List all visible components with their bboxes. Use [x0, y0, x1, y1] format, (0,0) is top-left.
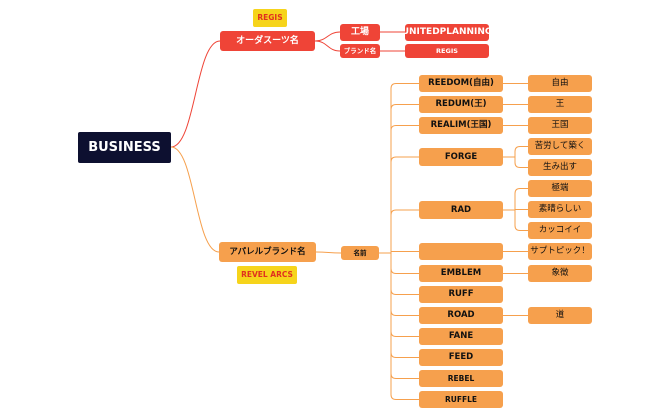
brand-name-node[interactable]: ブランド名 — [340, 44, 380, 58]
name-node[interactable]: FORGE — [419, 148, 503, 166]
link-hub-to-name — [379, 252, 419, 274]
link-hub-to-name — [379, 125, 419, 254]
factory-value-node[interactable]: UNITEDPLANNING — [405, 24, 489, 41]
factory-node[interactable]: 工場 — [340, 24, 380, 41]
name-node[interactable]: EMBLEM — [419, 265, 503, 282]
name-node[interactable]: RUFF — [419, 286, 503, 303]
tag-regis: REGIS — [253, 9, 287, 27]
link-hub-to-name — [379, 252, 419, 400]
link-root-to-apparel — [170, 146, 220, 253]
link-hub-to-name — [379, 252, 419, 316]
link-hub-to-name — [379, 83, 419, 254]
link-apparel-to-hub — [315, 251, 342, 254]
names-hub-node[interactable]: 名前 — [341, 246, 379, 260]
name-node[interactable]: ROAD — [419, 307, 503, 324]
link-name-to-meaning — [503, 156, 528, 168]
root-node-business[interactable]: BUSINESS — [78, 132, 171, 163]
name-node[interactable]: REALIM(王国) — [419, 117, 503, 134]
apparel-brand-name-node[interactable]: アパレルブランド名 — [219, 242, 316, 262]
meaning-node[interactable]: カッコイイ — [528, 222, 592, 239]
meaning-node[interactable]: 象徴 — [528, 265, 592, 282]
link-name-to-meaning — [503, 209, 528, 231]
brand-value-node[interactable]: REGIS — [405, 44, 489, 58]
link-hub-to-name — [379, 156, 419, 254]
name-node[interactable]: RUFFLE — [419, 391, 503, 408]
meaning-node[interactable]: 王国 — [528, 117, 592, 134]
meaning-node[interactable]: 道 — [528, 307, 592, 324]
name-node[interactable]: REBEL — [419, 370, 503, 387]
link-name-to-meaning — [503, 188, 528, 211]
meaning-node[interactable]: 素晴らしい — [528, 201, 592, 218]
meaning-node[interactable]: 苦労して築く — [528, 138, 592, 155]
link-hub-to-name — [379, 252, 419, 358]
meaning-node[interactable]: 生み出す — [528, 159, 592, 176]
link-hub-to-name — [379, 209, 419, 254]
name-node[interactable]: FEED — [419, 349, 503, 366]
order-suit-name-node[interactable]: オーダスーツ名 — [220, 31, 315, 51]
link-hub-to-name — [379, 104, 419, 254]
name-node[interactable] — [419, 243, 503, 260]
name-node[interactable]: REEDOM(自由) — [419, 75, 503, 92]
meaning-node[interactable]: 自由 — [528, 75, 592, 92]
link-order-suit-to-factory — [314, 31, 341, 42]
meaning-node[interactable]: 極端 — [528, 180, 592, 197]
name-node[interactable]: REDUM(王) — [419, 96, 503, 113]
name-node[interactable]: RAD — [419, 201, 503, 219]
tag-revel-arcs: REVEL ARCS — [237, 266, 297, 284]
link-name-to-meaning — [503, 146, 528, 158]
meaning-node[interactable]: 王 — [528, 96, 592, 113]
link-root-to-order-suit — [170, 40, 221, 148]
name-node[interactable]: FANE — [419, 328, 503, 345]
link-order-suit-to-brand — [314, 40, 341, 52]
meaning-node[interactable]: サプトピック！ — [528, 243, 592, 260]
